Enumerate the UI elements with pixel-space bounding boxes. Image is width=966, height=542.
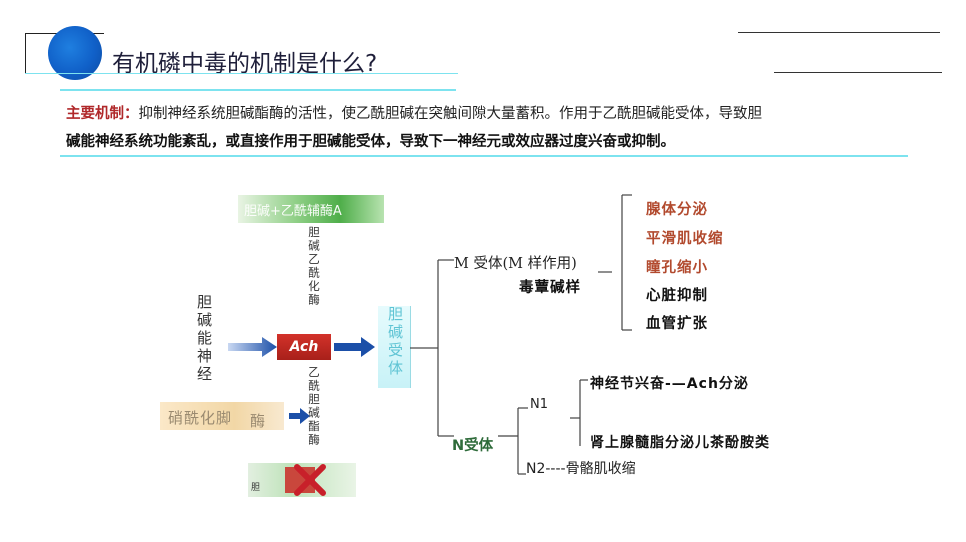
blocked-enzyme-label: 胆 <box>251 483 261 493</box>
mechanism-line-1: 抑制神经系统胆碱酯酶的活性，使乙酰胆碱在突触间隙大量蓄积。作用于乙酰胆碱能受体，… <box>138 106 763 122</box>
m-effect-miosis: 瞳孔缩小 <box>646 260 708 276</box>
mechanism-bottom-rule <box>60 155 908 157</box>
mechanism-label: 主要机制： <box>66 106 139 122</box>
cholinergic-neuron-label: 胆碱能神经 <box>195 294 213 384</box>
organophosphate-box: 硝酰化脚 <box>160 402 284 430</box>
branch-lines <box>410 194 632 475</box>
organophosphate-label: 硝酰化脚 <box>168 409 233 427</box>
choline-acetyl-coa-box: 胆碱+乙酰辅酶A <box>238 195 384 223</box>
cholinergic-receptor-label: 胆碱受体 <box>386 306 404 378</box>
n1-effect-ganglion: 神经节兴奋-—Ach分泌 <box>590 376 749 392</box>
n1-effect-adrenal: 肾上腺髓脂分泌儿茶酚胺类 <box>590 435 770 451</box>
mechanism-top-rule <box>60 89 456 91</box>
mechanism-text: 主要机制：抑制神经系统胆碱酯酶的活性，使乙酰胆碱在突触间隙大量蓄积。作用于乙酰胆… <box>66 100 906 156</box>
muscarinic-label: 毒蕈碱样 <box>519 280 581 296</box>
logo-circle-icon <box>48 26 102 80</box>
organophosphate-suffix: 酶 <box>250 412 266 430</box>
acetylcholinesterase-label: 乙酰胆碱酯酶 <box>307 366 321 447</box>
cholinergic-receptor-box: 胆碱受体 <box>378 306 411 388</box>
title-underline <box>25 73 458 74</box>
arrow-right-icon <box>334 337 375 357</box>
page-title: 有机磷中毒的机制是什么? <box>112 51 378 77</box>
m-effect-heart-inhibition: 心脏抑制 <box>646 288 708 304</box>
arrow-right-icon <box>228 337 277 357</box>
n1-label: N1 <box>530 397 548 412</box>
m-receptor-label: M 受体(M 样作用) <box>454 256 577 272</box>
ach-box: Ach <box>277 334 331 360</box>
n-receptor-label: N受体 <box>452 438 494 454</box>
top-right-rule-2 <box>774 72 942 73</box>
m-effect-gland-secretion: 腺体分泌 <box>646 202 708 218</box>
arrow-right-icon <box>289 408 310 424</box>
mechanism-line-2: 碱能神经系统功能紊乱，或直接作用于胆碱能受体，导致下一神经元或效应器过度兴奋或抑… <box>66 134 675 150</box>
choline-acetylase-label: 胆碱乙酰化酶 <box>307 226 321 307</box>
cross-icon <box>294 464 326 496</box>
choline-acetyl-coa-label: 胆碱+乙酰辅酶A <box>244 204 342 219</box>
n2-effect-skeletal-muscle: N2----骨骼肌收缩 <box>526 461 636 477</box>
top-right-rule <box>738 32 940 33</box>
m-effect-vasodilation: 血管扩张 <box>646 316 708 332</box>
m-effect-smooth-muscle: 平滑肌收缩 <box>646 231 724 247</box>
